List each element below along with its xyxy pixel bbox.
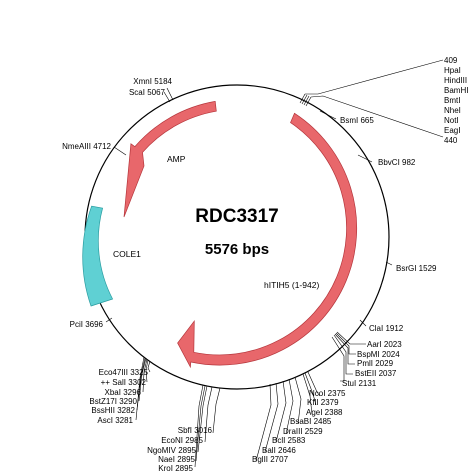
hltih5-feature-arrow xyxy=(177,112,358,369)
site-cluster-bottom-center: SbfI 3016 EcoNI 2985 NgoMIV 2895 NaeI 28… xyxy=(147,384,221,473)
site-label-naei: NaeI 2895 xyxy=(158,455,195,464)
mcs-site-label: NheI xyxy=(444,106,461,115)
site-label-bsabi: BsaBI 2485 xyxy=(290,417,332,426)
cole1-feature-block xyxy=(82,205,114,307)
site-cluster-right-lower: AarI 2023 BspMI 2024 PmlI 2029 BstEII 20… xyxy=(331,331,402,388)
amp-label: AMP xyxy=(167,154,186,164)
site-label-stui: StuI 2131 xyxy=(342,379,377,388)
site-label-bsrgi: BsrGI 1529 xyxy=(396,264,437,273)
site-label-ncoi: NcoI 2375 xyxy=(309,389,346,398)
site-label-draiii: DraIII 2529 xyxy=(283,427,323,436)
mcs-site-label: HpaI xyxy=(444,66,461,75)
mcs-site-label: EagI xyxy=(444,126,460,135)
hltih5-label: hITIH5 (1-942) xyxy=(264,280,319,290)
site-label-bstz17i: BstZ17I 3290 xyxy=(89,397,137,406)
site-label-bsmi: BsmI 665 xyxy=(340,116,374,125)
site-label-bali: BalI 2646 xyxy=(262,446,296,455)
site-label-agei: AgeI 2388 xyxy=(306,408,343,417)
site-label-xbai: XbaI 3296 xyxy=(105,388,142,397)
site-label-sali: ++ SalI 3302 xyxy=(101,378,147,387)
site-label-asci: AscI 3281 xyxy=(97,416,133,425)
site-label-bspmi: BspMI 2024 xyxy=(357,350,400,359)
site-label-eco47iii: Eco47III 3325 xyxy=(99,368,149,377)
site-label-bsshii: BssHII 3282 xyxy=(91,406,135,415)
mcs-site-group: 409 HpaI HindIII BamHI BmtI NheI NotI Ea… xyxy=(299,56,468,145)
cole1-label: COLE1 xyxy=(113,249,141,259)
mcs-site-label: NotI xyxy=(444,116,459,125)
site-label-bcli: BclI 2583 xyxy=(272,436,306,445)
site-cluster-bottom-left: Eco47III 3325 ++ SalI 3302 XbaI 3296 Bst… xyxy=(89,356,151,425)
site-label-kroi: KroI 2895 xyxy=(158,464,193,473)
site-label-aari: AarI 2023 xyxy=(367,340,402,349)
mcs-site-label: HindIII xyxy=(444,76,467,85)
site-label-ngomiv: NgoMIV 2895 xyxy=(147,446,196,455)
site-label-pmli: PmlI 2029 xyxy=(357,359,394,368)
site-label-bglii: BglII 2707 xyxy=(252,455,289,464)
amp-feature-arrow xyxy=(123,100,217,218)
site-label-scai: ScaI 5067 xyxy=(129,88,166,97)
mcs-site-label: 409 xyxy=(444,56,458,65)
site-label-bbvci: BbvCI 982 xyxy=(378,158,416,167)
site-label-pcii: PciI 3696 xyxy=(70,320,104,329)
site-cluster-bottom-right: NcoI 2375 KflI 2379 AgeI 2388 BsaBI 2485… xyxy=(252,371,346,464)
site-label-bstei: BstEII 2037 xyxy=(355,369,397,378)
site-label-nmeaiii: NmeAIII 4712 xyxy=(62,142,111,151)
plasmid-name: RDC3317 xyxy=(195,206,278,227)
mcs-site-list: 409 HpaI HindIII BamHI BmtI NheI NotI Ea… xyxy=(444,56,468,145)
site-label-econi: EcoNI 2985 xyxy=(161,436,203,445)
plasmid-size: 5576 bps xyxy=(205,241,269,258)
mcs-site-label: BamHI xyxy=(444,86,468,95)
site-label-xmni: XmnI 5184 xyxy=(133,77,172,86)
mcs-site-label: 440 xyxy=(444,136,458,145)
mcs-site-label: BmtI xyxy=(444,96,460,105)
site-label-sbfi: SbfI 3016 xyxy=(178,426,213,435)
site-label-kfli: KflI 2379 xyxy=(307,398,339,407)
site-label-clai: ClaI 1912 xyxy=(369,324,404,333)
